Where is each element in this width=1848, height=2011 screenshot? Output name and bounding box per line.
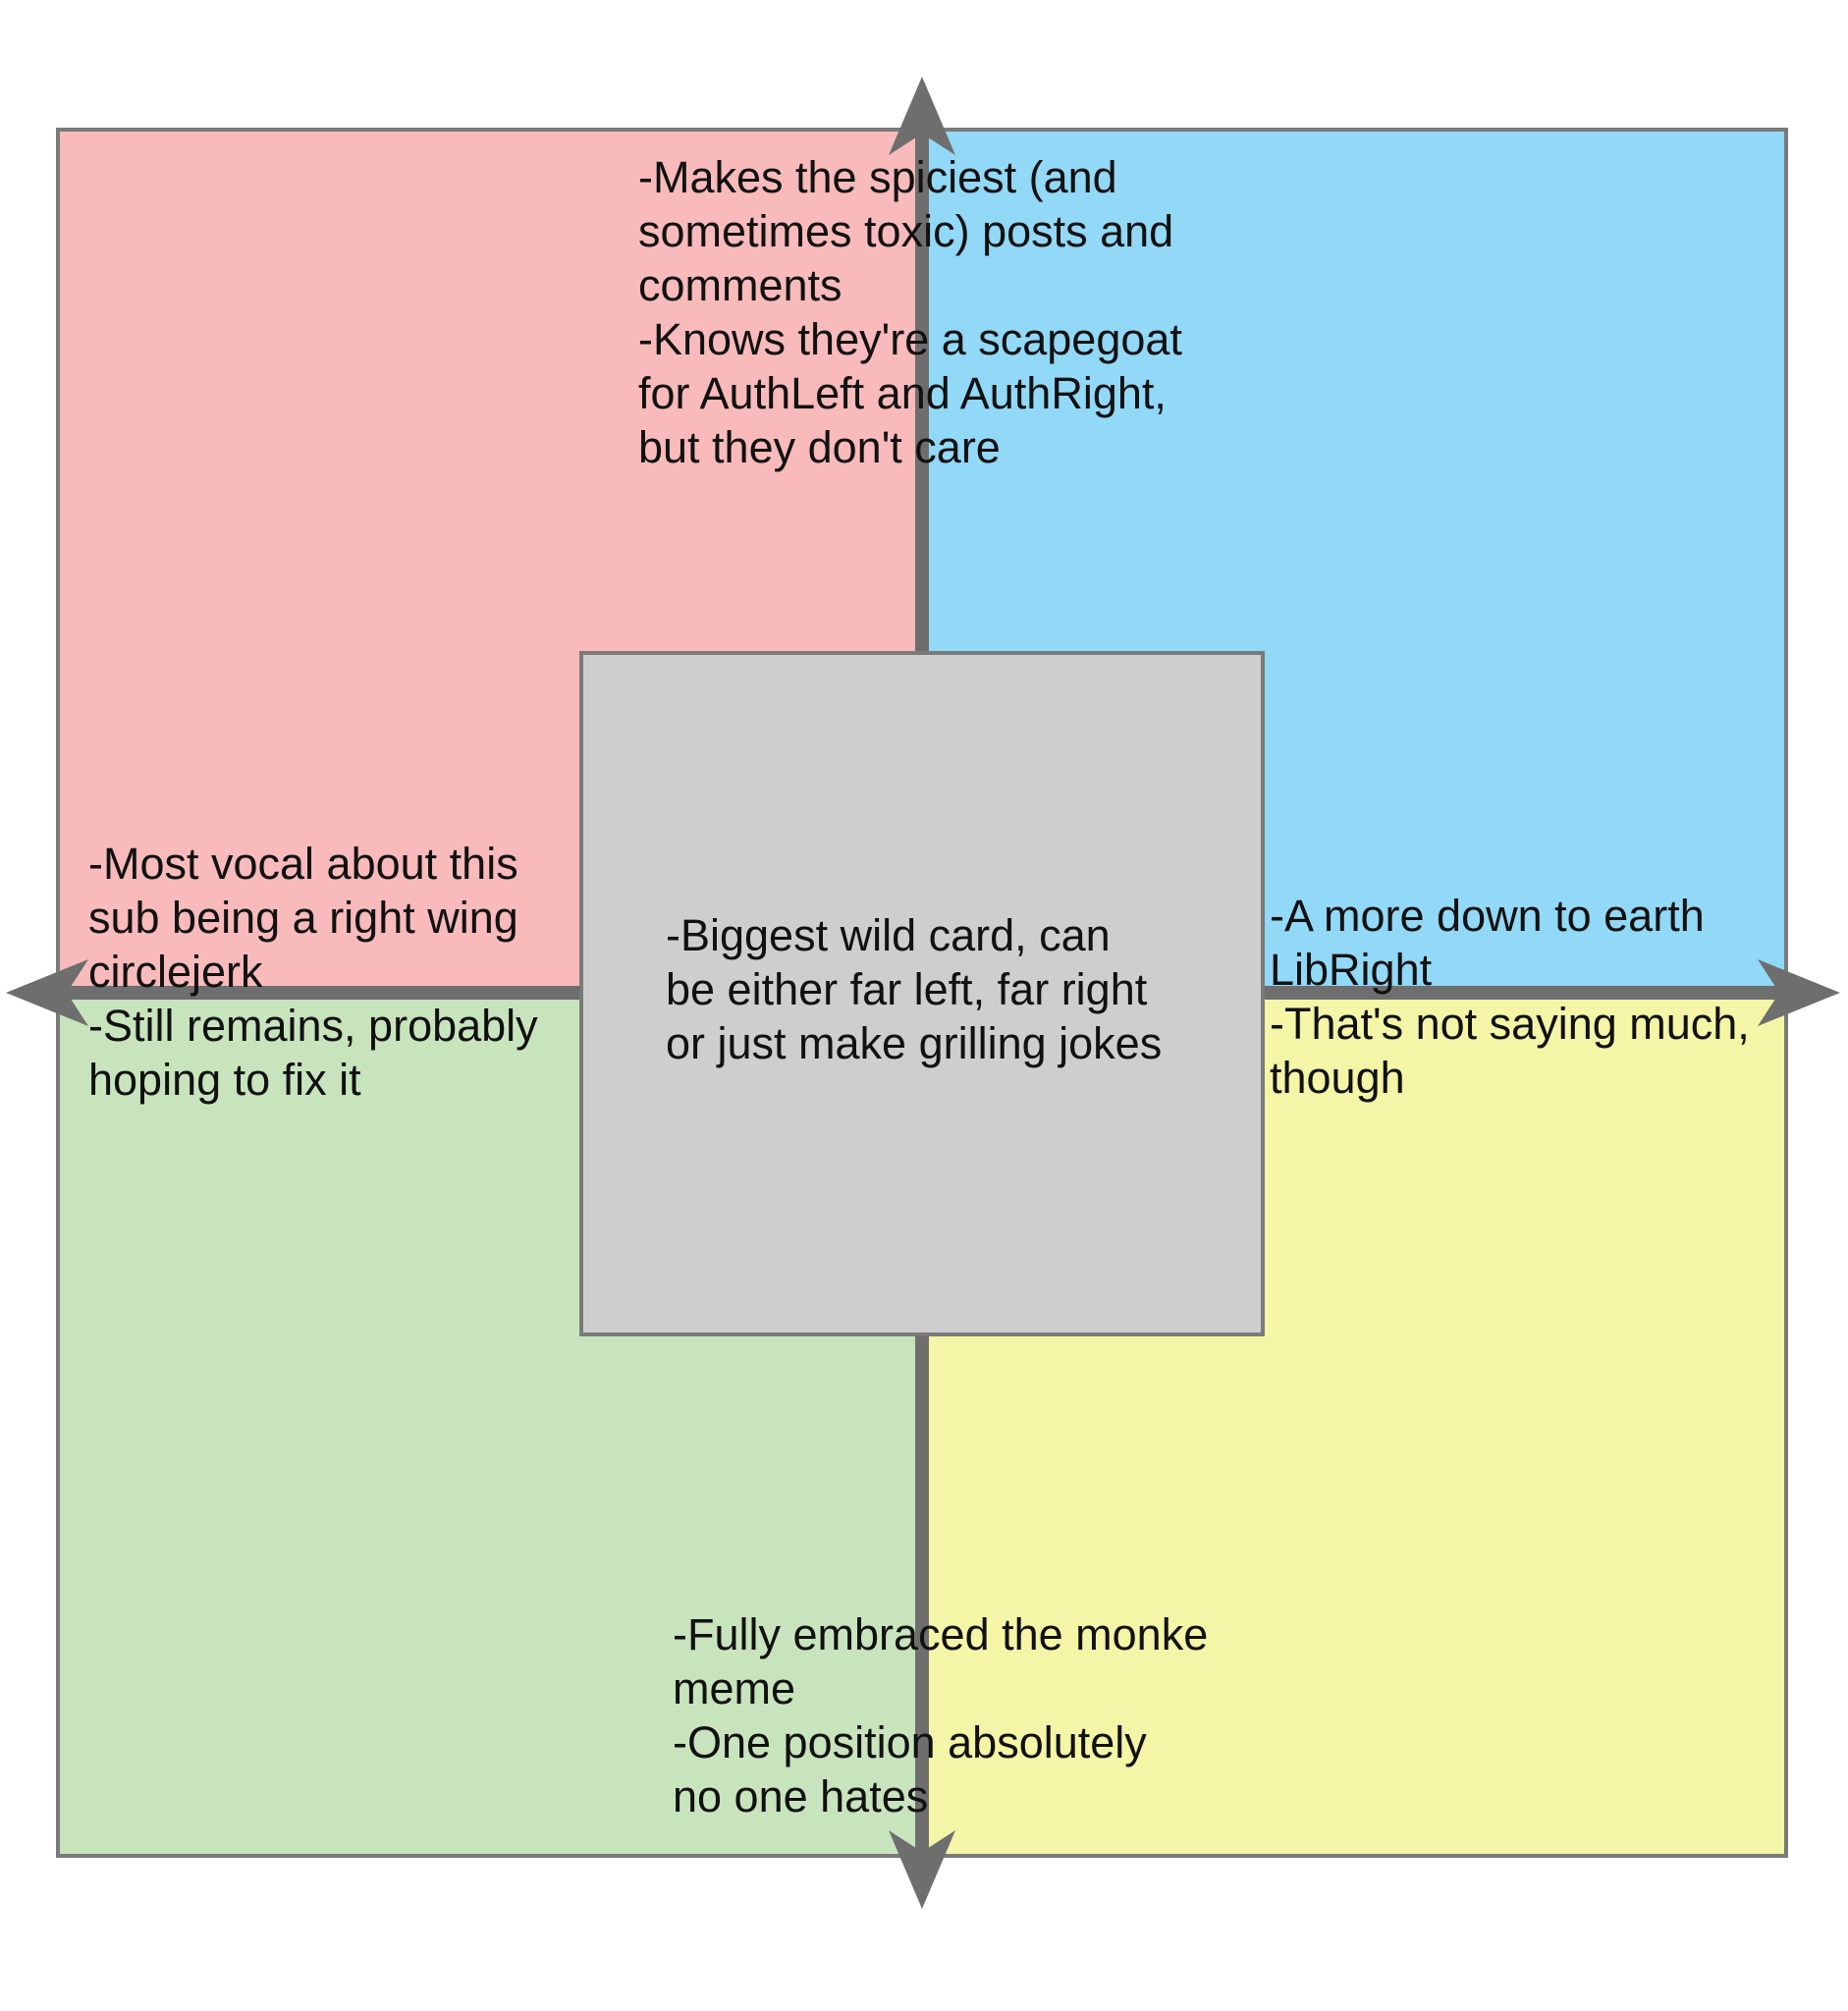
note-line: -A more down to earth (1270, 891, 1705, 941)
note-line: LibRight (1270, 945, 1433, 995)
arrow-left-icon (6, 959, 88, 1026)
arrow-down-icon (889, 1830, 955, 1909)
note-line: for AuthLeft and AuthRight, (638, 368, 1167, 418)
note-line: circlejerk (88, 947, 263, 997)
note-line: be either far left, far right (666, 964, 1148, 1014)
note-line: meme (673, 1663, 796, 1713)
note-line: or just make grilling jokes (666, 1018, 1163, 1068)
note-line: -Fully embraced the monke (673, 1609, 1209, 1659)
note-line: -One position absolutely (673, 1717, 1147, 1767)
note-line: no one hates (673, 1771, 929, 1821)
note-line: comments (638, 260, 842, 310)
note-top: -Makes the spiciest (and sometimes toxic… (638, 150, 1182, 474)
note-left: -Most vocal about this sub being a right… (88, 837, 538, 1107)
note-line: -Knows they're a scapegoat (638, 314, 1182, 364)
note-center: -Biggest wild card, can be either far le… (666, 908, 1162, 1070)
note-line: -Makes the spiciest (and (638, 152, 1117, 202)
note-bottom: -Fully embraced the monke meme -One posi… (673, 1607, 1208, 1823)
note-line: -That's not saying much, (1270, 999, 1750, 1049)
note-line: though (1270, 1053, 1405, 1103)
note-line: -Still remains, probably (88, 1001, 538, 1051)
center-box (579, 651, 1265, 1336)
note-line: sub being a right wing (88, 893, 518, 943)
note-right: -A more down to earth LibRight -That's n… (1270, 889, 1750, 1105)
note-line: -Most vocal about this (88, 839, 518, 889)
arrow-right-icon (1758, 959, 1840, 1026)
note-line: sometimes toxic) posts and (638, 206, 1174, 256)
note-line: but they don't care (638, 422, 1001, 472)
arrow-up-icon (889, 77, 955, 155)
note-line: hoping to fix it (88, 1055, 361, 1105)
note-line: -Biggest wild card, can (666, 910, 1111, 960)
